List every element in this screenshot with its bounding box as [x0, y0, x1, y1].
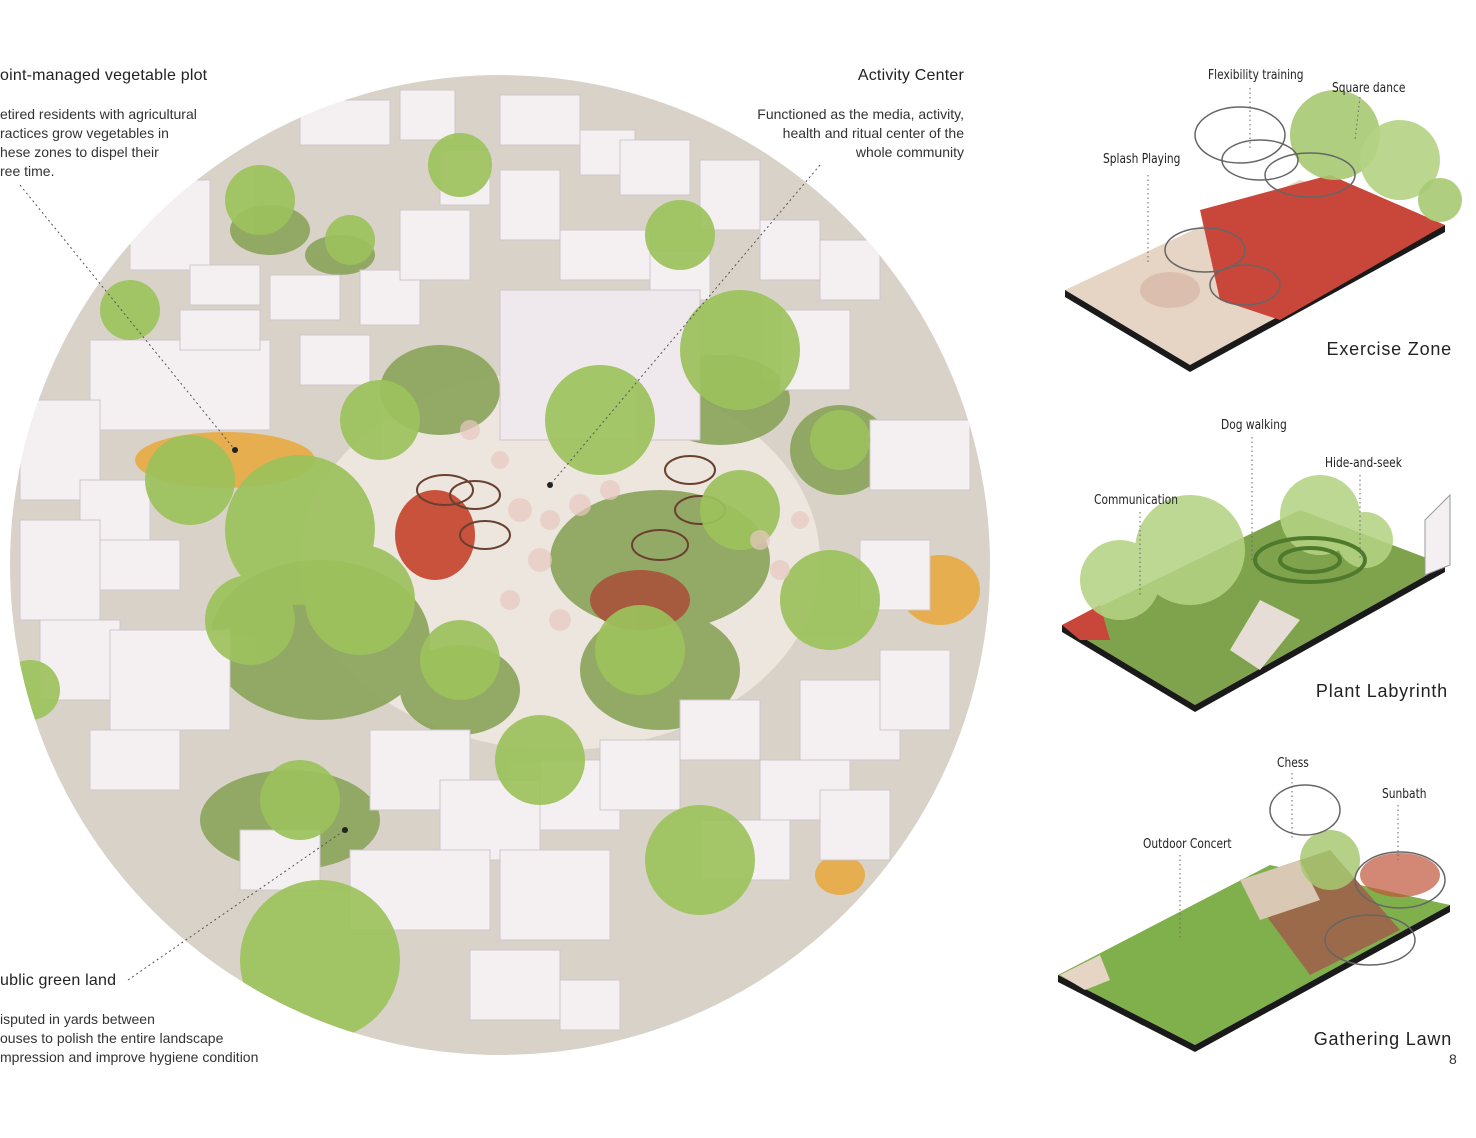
label-hide-and-seek: Hide-and-seek — [1325, 456, 1402, 471]
vegetable-plot-line-1: etired residents with agricultural — [0, 106, 197, 122]
label-dog-walking: Dog walking — [1221, 418, 1287, 433]
label-chess: Chess — [1277, 756, 1309, 771]
page-number: 8 — [1449, 1051, 1457, 1067]
annotation-leaders — [19, 164, 821, 981]
exercise-zone-illustration — [1065, 90, 1462, 372]
exercise-zone-title: Exercise Zone — [1326, 339, 1452, 359]
vegetable-plot-description: etired residents with agricultural racti… — [0, 105, 230, 181]
vegetable-plot-line-2: ractices grow vegetables in — [0, 125, 169, 141]
public-green-title: ublic green land — [0, 972, 117, 989]
activity-center-description: Functioned as the media, activity, healt… — [700, 105, 964, 162]
plant-labyrinth-title: Plant Labyrinth — [1315, 681, 1448, 701]
label-outdoor-concert: Outdoor Concert — [1143, 837, 1232, 852]
label-sunbath: Sunbath — [1382, 787, 1427, 802]
activity-center-title: Activity Center — [857, 67, 964, 84]
label-splash-playing: Splash Playing — [1103, 152, 1181, 167]
plant-labyrinth-illustration — [1062, 475, 1451, 712]
gathering-lawn-illustration — [1058, 784, 1450, 1052]
vegetable-plot-line-4: ree time. — [0, 163, 55, 179]
vegetable-plot-title: oint-managed vegetable plot — [0, 67, 208, 84]
trees — [10, 133, 880, 1040]
public-green-line-3: mpression and improve hygiene condition — [0, 1049, 259, 1065]
public-green-line-2: ouses to polish the entire landscape — [0, 1030, 224, 1046]
public-green-line-1: isputed in yards between — [0, 1011, 155, 1027]
site-plan-circle — [10, 75, 990, 1055]
activity-center-line-2: health and ritual center of the — [782, 125, 964, 141]
label-communication: Communication — [1094, 493, 1179, 508]
vegetable-plot-line-3: hese zones to dispel their — [0, 144, 159, 160]
activity-center-line-1: Functioned as the media, activity, — [757, 106, 964, 122]
zone-leaders — [1139, 88, 1399, 940]
label-flexibility-training: Flexibility training — [1208, 68, 1304, 83]
public-green-description: isputed in yards between ouses to polish… — [0, 1010, 300, 1067]
gathering-lawn-title: Gathering Lawn — [1313, 1029, 1452, 1049]
plaza-paving — [460, 420, 809, 631]
label-square-dance: Square dance — [1332, 81, 1406, 96]
activity-center-line-3: whole community — [855, 144, 964, 160]
leader-dots — [232, 447, 553, 833]
